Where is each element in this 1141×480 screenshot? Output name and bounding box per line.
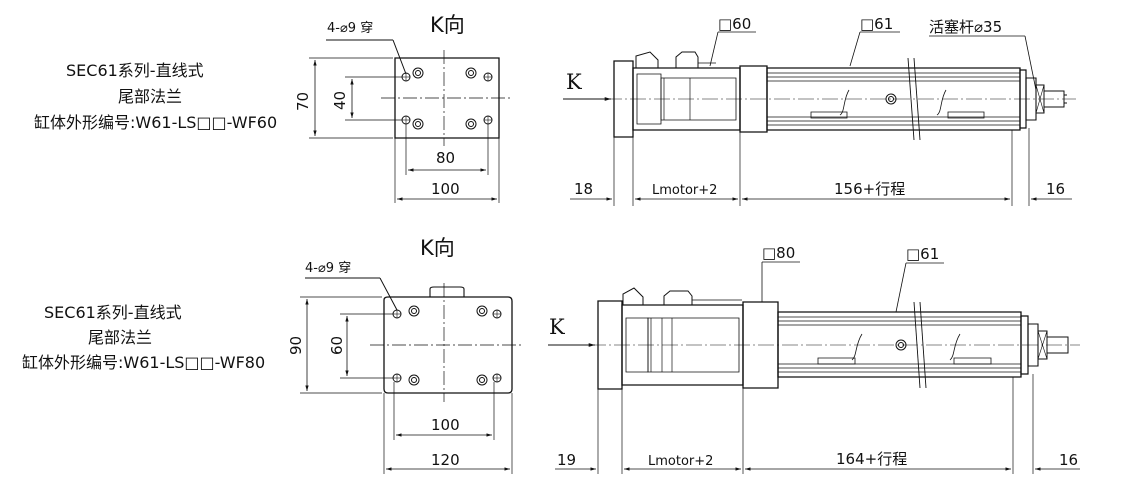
top-dim-80: 80 xyxy=(436,149,456,167)
bottom-hole-callout: 4-⌀9 穿 xyxy=(305,261,352,276)
top-shape-code: 缸体外形编号:W61-LS□□-WF60 xyxy=(34,113,278,132)
top-series-title: SEC61系列-直线式 xyxy=(66,61,204,80)
bottom-side-view-actuator xyxy=(548,262,1080,474)
top-rod-label: 活塞杆⌀35 xyxy=(929,18,1003,36)
bottom-dim-16: 16 xyxy=(1059,451,1079,469)
top-k-arrow-label: K xyxy=(566,70,582,94)
top-square-60-label: □60 xyxy=(718,15,752,33)
top-dim-70: 70 xyxy=(294,91,312,111)
top-dim-40: 40 xyxy=(331,90,349,110)
bottom-dim-60: 60 xyxy=(328,335,346,355)
bottom-dim-lmotor: Lmotor+2 xyxy=(648,454,714,469)
bottom-k-view-title: K向 xyxy=(420,236,455,260)
bottom-shape-code: 缸体外形编号:W61-LS□□-WF80 xyxy=(22,353,266,372)
top-dim-100: 100 xyxy=(431,180,460,198)
top-hole-callout: 4-⌀9 穿 xyxy=(327,21,374,36)
top-dim-18: 18 xyxy=(574,180,594,198)
top-dim-lmotor: Lmotor+2 xyxy=(652,183,718,198)
bottom-dim-90: 90 xyxy=(287,335,305,355)
bottom-dim-19: 19 xyxy=(557,451,577,469)
bottom-dim-120: 120 xyxy=(431,451,460,469)
top-dim-16: 16 xyxy=(1046,180,1066,198)
bottom-k-view-flange xyxy=(300,278,522,474)
bottom-series-title: SEC61系列-直线式 xyxy=(44,303,182,322)
top-k-view-flange xyxy=(309,40,510,203)
bottom-k-arrow-label: K xyxy=(549,315,565,339)
bottom-flange-label: 尾部法兰 xyxy=(88,328,153,347)
bottom-dim-100: 100 xyxy=(431,416,460,434)
top-dim-stroke: 156+行程 xyxy=(834,180,906,198)
top-side-view-actuator xyxy=(563,32,1076,206)
top-square-61-label: □61 xyxy=(860,15,894,33)
bottom-square-80-label: □80 xyxy=(762,244,796,262)
top-k-view-title: K向 xyxy=(430,13,465,37)
top-flange-label: 尾部法兰 xyxy=(118,87,183,106)
bottom-dim-stroke: 164+行程 xyxy=(836,450,908,468)
bottom-square-61-label: □61 xyxy=(906,245,940,263)
